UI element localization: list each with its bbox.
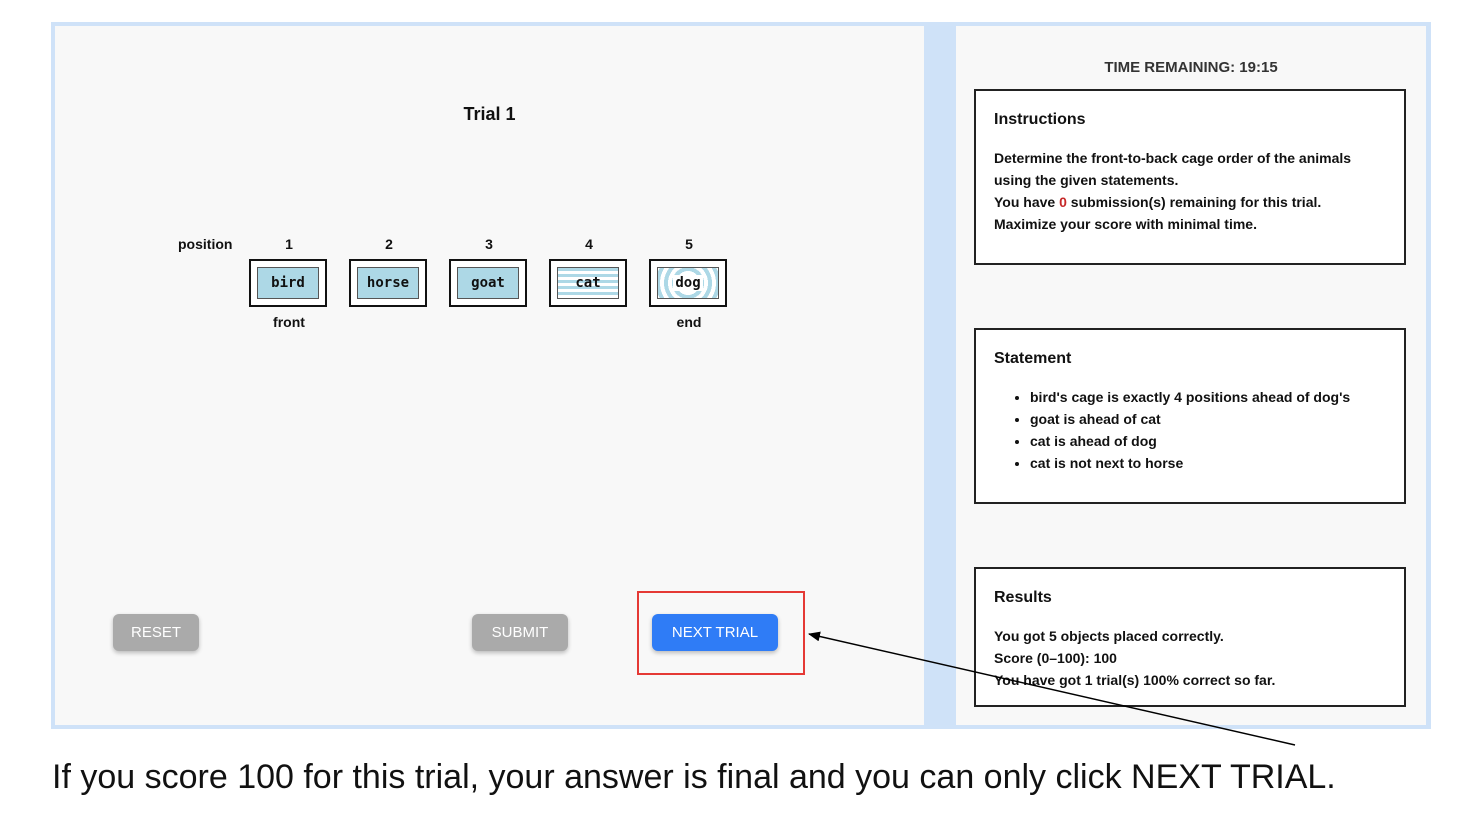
- cage-2[interactable]: horse: [349, 259, 427, 307]
- instructions-line-2-prefix: You have: [994, 194, 1060, 210]
- position-label: position: [178, 236, 233, 252]
- instructions-line-3: Maximize your score with minimal time.: [994, 216, 1257, 232]
- cage-5[interactable]: dog: [649, 259, 727, 307]
- arrow-line: [808, 631, 1296, 746]
- submissions-remaining-count: 0: [1059, 194, 1067, 210]
- trial-panel: Trial 1: [55, 26, 924, 725]
- animal-label: goat: [471, 275, 505, 291]
- annotation-caption: If you score 100 for this trial, your an…: [52, 758, 1336, 796]
- time-remaining: TIME REMAINING: 19:15: [1104, 59, 1278, 76]
- results-title: Results: [994, 589, 1052, 606]
- cage-3[interactable]: goat: [449, 259, 527, 307]
- instructions-panel: Instructions Determine the front-to-back…: [974, 89, 1406, 265]
- instructions-line-1: Determine the front-to-back cage order o…: [994, 150, 1352, 188]
- submit-button[interactable]: SUBMIT: [472, 614, 568, 651]
- instructions-title: Instructions: [994, 111, 1086, 128]
- results-line-3: You have got 1 trial(s) 100% correct so …: [994, 672, 1276, 688]
- instructions-line-2: You have 0 submission(s) remaining for t…: [994, 191, 1386, 213]
- results-panel: Results You got 5 objects placed correct…: [974, 567, 1406, 707]
- statement-panel: Statement bird's cage is exactly 4 posit…: [974, 328, 1406, 504]
- animal-label: cat: [575, 275, 601, 291]
- animal-label: bird: [271, 275, 305, 291]
- statement-title: Statement: [994, 350, 1072, 367]
- results-line-1: You got 5 objects placed correctly.: [994, 628, 1224, 644]
- position-number-2: 2: [385, 236, 393, 252]
- cage-4[interactable]: cat: [549, 259, 627, 307]
- instructions-line-2-suffix: submission(s) remaining for this trial.: [1066, 194, 1322, 210]
- end-label: end: [676, 314, 702, 330]
- animal-label: horse: [366, 275, 410, 291]
- position-number-3: 3: [485, 236, 493, 252]
- animal-tile-cat[interactable]: cat: [557, 267, 619, 299]
- statement-item: cat is not next to horse: [1030, 452, 1386, 474]
- front-label: front: [273, 314, 305, 330]
- animal-tile-dog[interactable]: dog: [657, 267, 719, 299]
- cage-1[interactable]: bird: [249, 259, 327, 307]
- statement-item: bird's cage is exactly 4 positions ahead…: [1030, 386, 1386, 408]
- next-trial-highlight-box: [637, 591, 805, 675]
- trial-title: Trial 1: [463, 104, 516, 124]
- next-trial-button[interactable]: NEXT TRIAL: [652, 614, 778, 651]
- statement-item: goat is ahead of cat: [1030, 408, 1386, 430]
- animal-tile-horse[interactable]: horse: [357, 267, 419, 299]
- position-number-4: 4: [585, 236, 593, 252]
- position-number-1: 1: [285, 236, 293, 252]
- animal-label: dog: [673, 275, 703, 291]
- statement-item: cat is ahead of dog: [1030, 430, 1386, 452]
- animal-tile-goat[interactable]: goat: [457, 267, 519, 299]
- reset-button[interactable]: RESET: [113, 614, 199, 651]
- position-number-5: 5: [685, 236, 693, 252]
- results-score: Score (0–100): 100: [994, 650, 1117, 666]
- animal-tile-bird[interactable]: bird: [257, 267, 319, 299]
- statement-list: bird's cage is exactly 4 positions ahead…: [994, 386, 1386, 474]
